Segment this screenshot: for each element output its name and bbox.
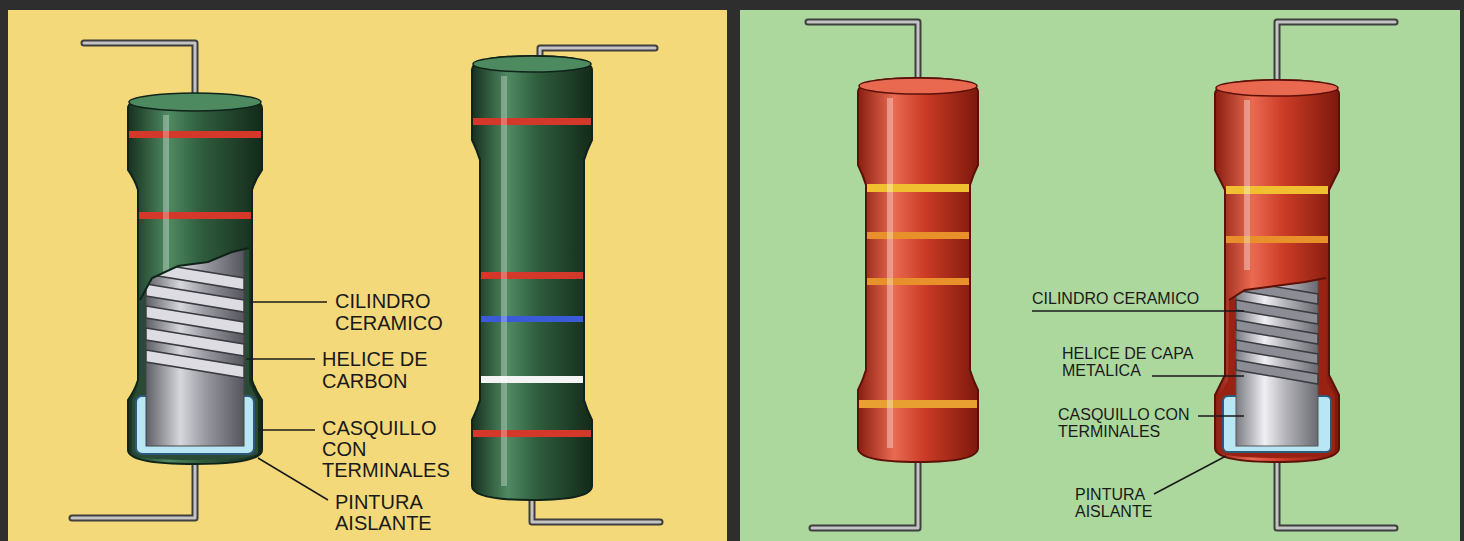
resistor-body — [128, 94, 262, 464]
color-band — [473, 430, 591, 437]
part-label: PINTURA AISLANTE — [335, 492, 439, 534]
leader-line — [1198, 415, 1244, 417]
leader-line — [246, 358, 315, 360]
ceramic-cylinder — [1236, 270, 1318, 446]
part-label: CASQUILLO CON TERMINALES — [1058, 406, 1196, 440]
part-label: PINTURA AISLANTE — [1075, 486, 1161, 520]
color-band — [1226, 236, 1328, 243]
color-band — [129, 131, 261, 138]
color-band — [473, 118, 591, 125]
color-band — [867, 232, 969, 239]
helix-stripe — [1236, 320, 1318, 344]
color-band — [867, 184, 969, 192]
helix-stripe — [1236, 360, 1318, 384]
leader-line — [1152, 375, 1244, 377]
lead-wire — [532, 498, 660, 522]
leader-line — [250, 301, 327, 303]
leader-line — [258, 458, 328, 500]
lead-wire — [84, 43, 195, 96]
helix-stripe — [1236, 280, 1318, 304]
ceramic-cylinder — [146, 240, 244, 446]
highlight — [1244, 100, 1250, 270]
left-panel — [8, 10, 727, 541]
lead-wire — [1277, 22, 1395, 82]
part-label: HELICE DE CAPA METALICA — [1062, 345, 1202, 379]
lead-wire — [84, 43, 195, 96]
part-label: CILINDRO CERAMICO — [335, 290, 451, 334]
part-label: CILINDRO CERAMICO — [1032, 290, 1242, 307]
highlight — [887, 98, 893, 448]
right-panel — [740, 10, 1460, 541]
resistor-body — [472, 56, 592, 500]
color-band — [1226, 186, 1328, 194]
color-band — [481, 376, 583, 383]
color-band — [859, 400, 977, 408]
color-band — [481, 272, 583, 279]
lead-wire — [72, 462, 195, 518]
leader-line — [258, 429, 315, 431]
leader-line — [1032, 310, 1244, 312]
resistor-body — [1215, 80, 1339, 462]
resistor-cap-top — [859, 78, 977, 94]
part-label: HELICE DE CARBON — [322, 348, 438, 392]
color-band — [867, 278, 969, 285]
helix-stripe — [1236, 340, 1318, 364]
highlight — [501, 76, 507, 486]
cut-edge — [1229, 278, 1326, 300]
lead-wire — [812, 460, 918, 528]
color-band — [481, 316, 583, 322]
lead-wire — [72, 462, 195, 518]
resistor-cap-top — [473, 56, 591, 72]
resistor-cap-top — [1216, 80, 1338, 96]
part-label: CASQUILLO CON TERMINALES — [322, 418, 456, 481]
lead-wire — [808, 22, 918, 80]
lead-wire — [808, 22, 918, 80]
lead-wire — [1277, 460, 1395, 528]
lead-wires — [72, 22, 1395, 528]
color-band — [139, 212, 251, 219]
resistor-cap-top — [129, 93, 261, 111]
helix-stripe — [1236, 300, 1318, 324]
lead-wire — [1277, 22, 1395, 82]
lead-wire — [1277, 460, 1395, 528]
leader-line — [1154, 456, 1226, 494]
lead-wire — [532, 498, 660, 522]
helix-stripe — [146, 350, 244, 378]
cutaway-interior — [136, 240, 254, 454]
cut-edge — [140, 248, 249, 300]
cutaway-interior — [1223, 270, 1331, 452]
resistor-body — [858, 78, 978, 462]
lead-wire — [812, 460, 918, 528]
